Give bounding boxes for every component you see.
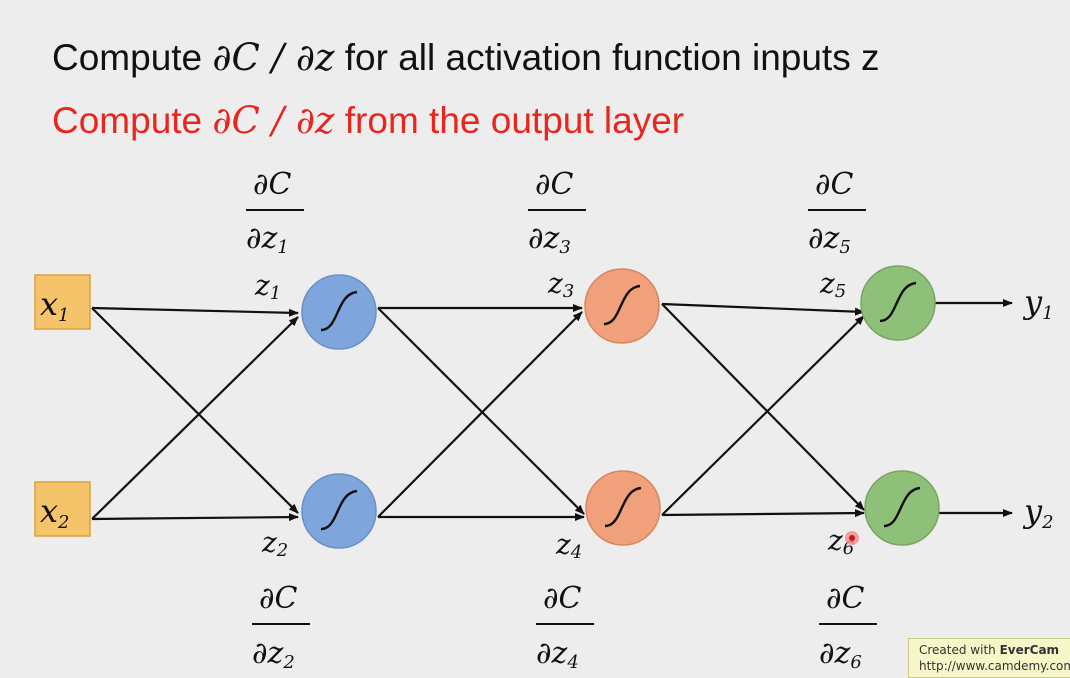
svg-text:∂C: ∂C [535,167,574,202]
z4-label: z4 [555,528,582,563]
connections [91,299,1013,522]
deriv-z4: ∂C ∂z4 [536,581,594,673]
sigmoid-curve-icon [879,281,917,323]
neuron-4 [585,470,661,546]
edge-a3-z5 [661,302,865,316]
deriv-z3: ∂C ∂z3 [528,167,586,258]
edge-x2-z1 [91,316,299,520]
svg-text:∂C: ∂C [826,581,865,616]
svg-text:∂C: ∂C [543,581,582,616]
neuron-1 [301,274,377,350]
svg-text:∂z5: ∂z5 [808,221,851,258]
edge-x2-z2 [91,513,299,522]
title-line-2: Compute ∂C / ∂z from the output layer [52,99,685,142]
neuron-6 [864,470,940,546]
svg-text:∂z2: ∂z2 [252,636,295,673]
svg-text:∂C: ∂C [253,167,292,202]
input-box-x1 [34,274,91,330]
deriv-z5: ∂C ∂z5 [808,167,866,258]
z3-label: z3 [547,267,574,302]
z6-label: z6 [827,524,854,559]
svg-text:∂C: ∂C [815,167,854,202]
edge-a1-z4 [377,307,585,515]
sigmoid-curve-icon [320,489,358,531]
z2-label: z2 [261,526,288,561]
svg-text:∂C: ∂C [259,581,298,616]
input-x1-label: x1 [40,285,70,326]
edge-x1-z2 [91,307,299,514]
deriv-z6: ∂C ∂z6 [819,581,877,673]
z1-label: z1 [254,269,281,304]
evercam-watermark: Created with EverCam http://www.camdemy.… [908,638,1070,678]
output-y1-label: y1 [1022,283,1054,324]
svg-text:∂z6: ∂z6 [819,636,862,673]
edge-a3-z6 [661,303,865,511]
svg-text:∂z3: ∂z3 [528,221,571,258]
sigmoid-curve-icon [603,284,641,326]
output-y2-label: y2 [1022,492,1054,533]
sigmoid-curve-icon [883,486,921,528]
sigmoid-curve-icon [604,486,642,528]
z5-label: z5 [819,267,846,302]
edge-x1-z1 [91,306,299,317]
svg-text:∂z4: ∂z4 [536,636,579,673]
input-box-x2 [34,481,91,537]
neuron-5 [860,265,936,341]
input-x2-label: x2 [40,492,70,533]
edge-a2-z3 [377,311,583,518]
title-2-math: ∂C / ∂z [212,99,335,142]
neuron-3 [584,268,660,344]
title-1-math: ∂C / ∂z [212,36,335,79]
svg-text:∂z1: ∂z1 [246,221,289,258]
neuron-2 [301,473,377,549]
edge-a4-z5 [661,315,865,516]
edge-a4-z6 [661,509,865,518]
deriv-z1: ∂C ∂z1 [246,167,304,258]
sigmoid-curve-icon [320,290,358,332]
title-line-1: Compute ∂C / ∂z for all activation funct… [52,36,880,79]
deriv-z2: ∂C ∂z2 [252,581,310,673]
